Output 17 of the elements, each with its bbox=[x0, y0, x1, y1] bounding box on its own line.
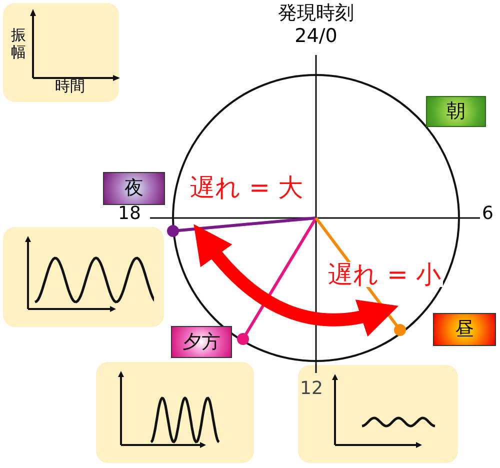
hour-label: 24/0 bbox=[294, 27, 338, 46]
graph-card bbox=[3, 227, 164, 327]
graph-card bbox=[3, 3, 119, 102]
axis-label: 時間 bbox=[55, 79, 85, 94]
axis-title: 発現時刻 bbox=[277, 4, 355, 23]
hour-label: 18 bbox=[118, 205, 141, 223]
time-label-box: 朝 bbox=[426, 96, 486, 127]
axis-label: 振幅 bbox=[11, 27, 26, 60]
graph-card bbox=[298, 365, 458, 463]
time-label-box: 昼 bbox=[433, 313, 496, 346]
time-label-box: 夕方 bbox=[171, 326, 232, 358]
time-label-box: 夜 bbox=[103, 172, 165, 205]
delay-label: 遅れ = 大 bbox=[190, 175, 303, 200]
hour-label: 6 bbox=[482, 205, 494, 223]
delay-label: 遅れ = 小 bbox=[326, 262, 443, 287]
graph-card bbox=[96, 362, 254, 463]
hour-label: 12 bbox=[300, 380, 323, 398]
